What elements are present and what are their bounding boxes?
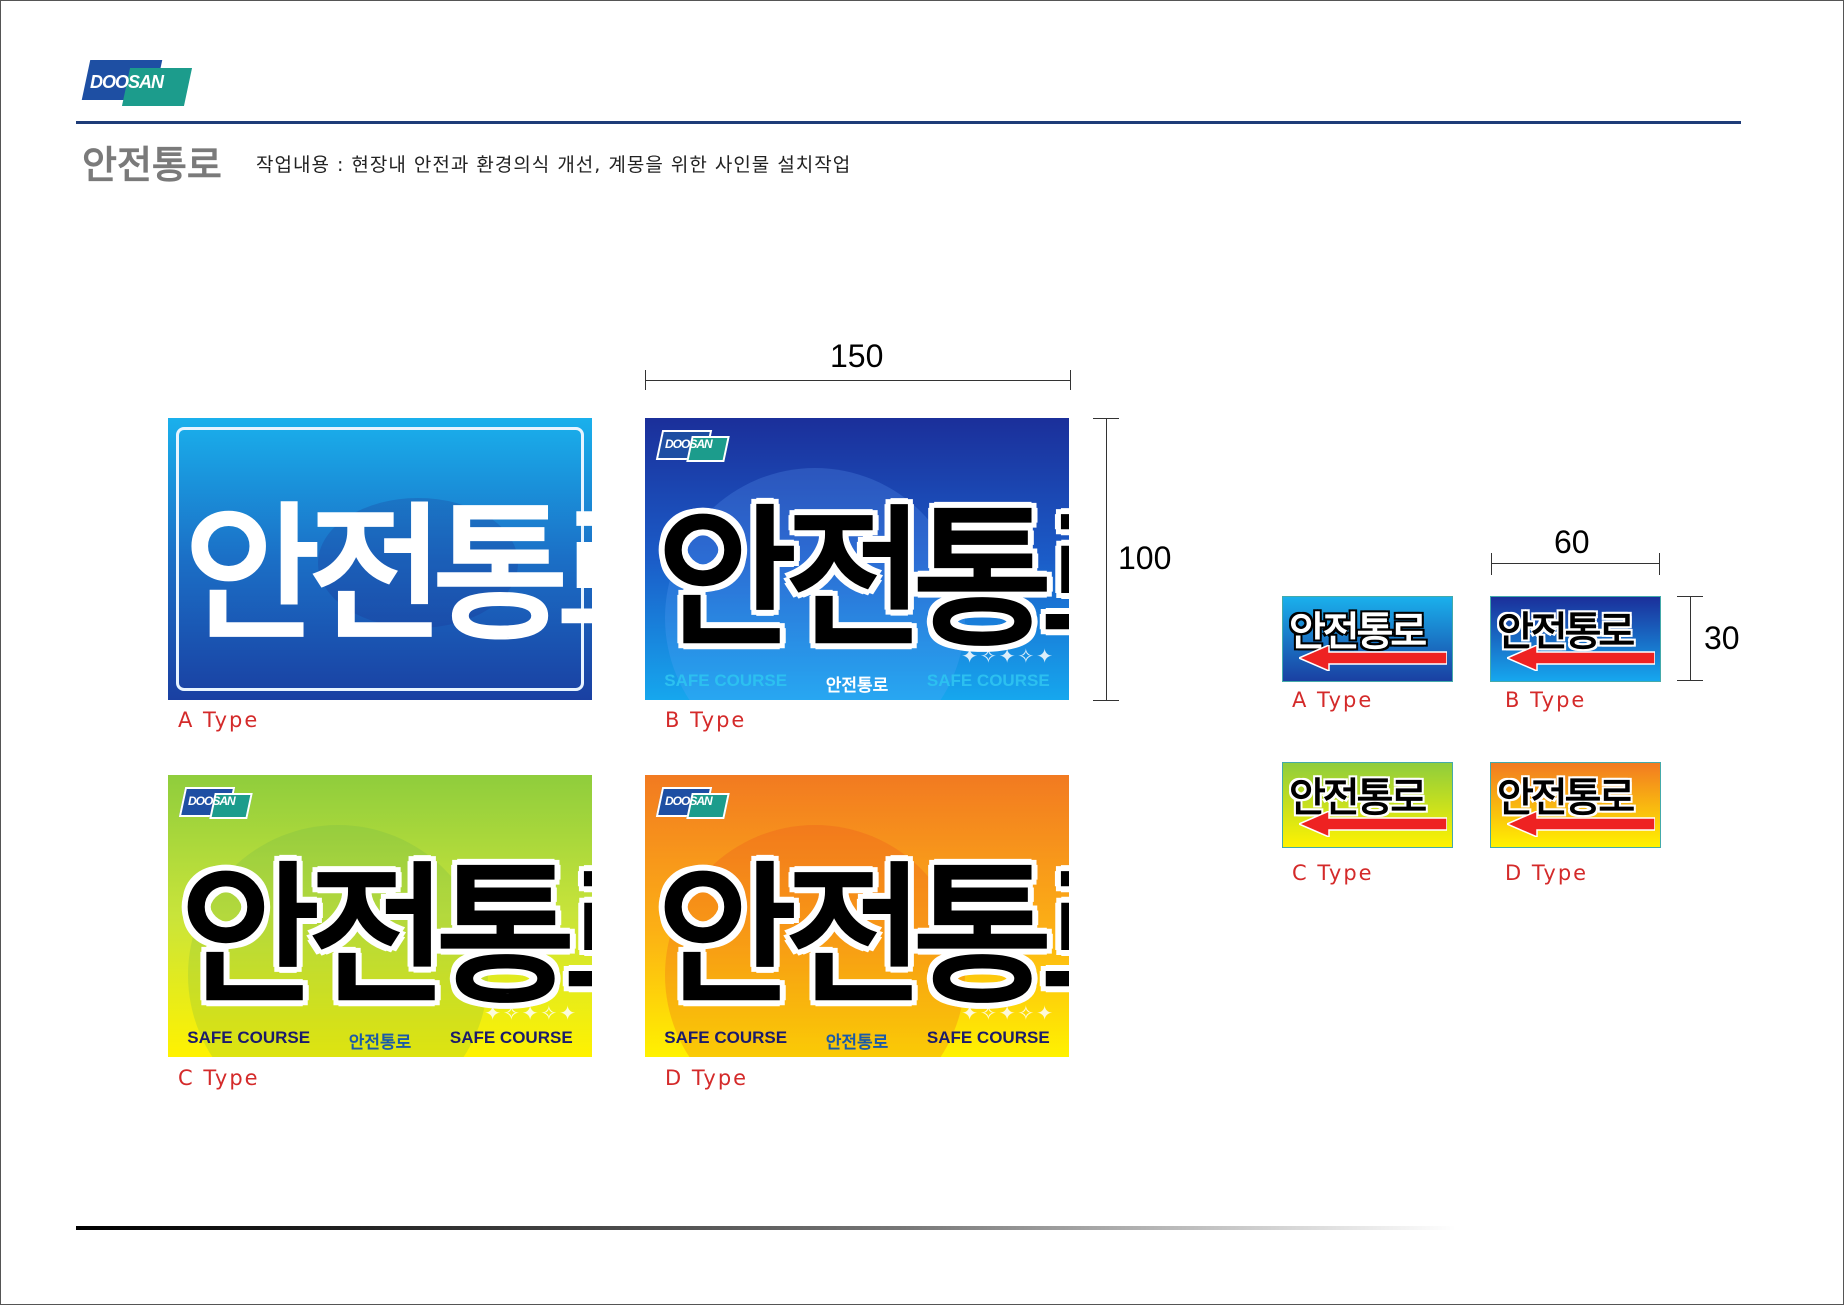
sparkle-icon: ✦✧✦✧✦ xyxy=(961,644,1055,668)
sign-watermark xyxy=(318,498,518,628)
label-c-small: C Type xyxy=(1292,861,1374,885)
sign-text: 안전통로 xyxy=(1289,775,1427,821)
doosan-logo: DOOSAN xyxy=(81,60,193,106)
footer-divider xyxy=(76,1226,1456,1230)
sign-text: 안전통로 xyxy=(184,489,592,661)
sign-watermark xyxy=(188,825,488,1057)
label-a-small: A Type xyxy=(1292,688,1374,712)
arrow-left-icon xyxy=(1299,645,1447,671)
page-title: 안전통로 xyxy=(82,143,222,187)
dimension-height-text: 100 xyxy=(1118,540,1172,576)
sparkle-icon: ✦✧✦✧✦ xyxy=(961,1001,1055,1025)
label-a-large: A Type xyxy=(178,708,260,732)
sign-watermark xyxy=(665,825,965,1057)
dimension-width-text: 150 xyxy=(830,338,884,374)
sign-logo: DOOSAN xyxy=(655,430,730,462)
sign-text: 안전통로 xyxy=(180,848,592,1025)
sign-d-small: 안전통로 xyxy=(1490,762,1661,848)
label-d-small: D Type xyxy=(1505,861,1589,885)
label-b-small: B Type xyxy=(1505,688,1587,712)
sign-c-small: 안전통로 xyxy=(1282,762,1453,848)
sign-a-small: 안전통로 xyxy=(1282,596,1453,682)
logo-text: DOOSAN xyxy=(90,72,164,92)
arrow-left-icon xyxy=(1507,645,1655,671)
sign-logo: DOOSAN xyxy=(178,787,253,819)
sign-text: 안전통로 xyxy=(1289,609,1427,655)
dimension-height-small-text: 30 xyxy=(1704,620,1740,656)
label-d-large: D Type xyxy=(665,1066,749,1090)
dimension-width-small-text: 60 xyxy=(1554,524,1590,560)
sign-text: 안전통로 xyxy=(657,848,1069,1025)
arrow-left-icon xyxy=(1299,811,1447,837)
header-divider xyxy=(76,121,1741,124)
sparkle-icon: ✦✧✦✧✦ xyxy=(484,1001,578,1025)
sign-text: 안전통로 xyxy=(657,491,1069,668)
arrow-left-icon xyxy=(1507,811,1655,837)
sign-a-large: 안전통로 xyxy=(168,418,592,700)
page-subtitle: 작업내용 : 현장내 안전과 환경의식 개선, 계몽을 위한 사인물 설치작업 xyxy=(256,154,852,176)
sign-b-small: 안전통로 xyxy=(1490,596,1661,682)
sign-watermark xyxy=(665,468,965,700)
sign-text: 안전통로 xyxy=(1497,775,1635,821)
label-b-large: B Type xyxy=(665,708,747,732)
label-c-large: C Type xyxy=(178,1066,260,1090)
sign-border xyxy=(176,427,584,691)
sign-text: 안전통로 xyxy=(1497,609,1635,655)
sign-logo: DOOSAN xyxy=(655,787,730,819)
